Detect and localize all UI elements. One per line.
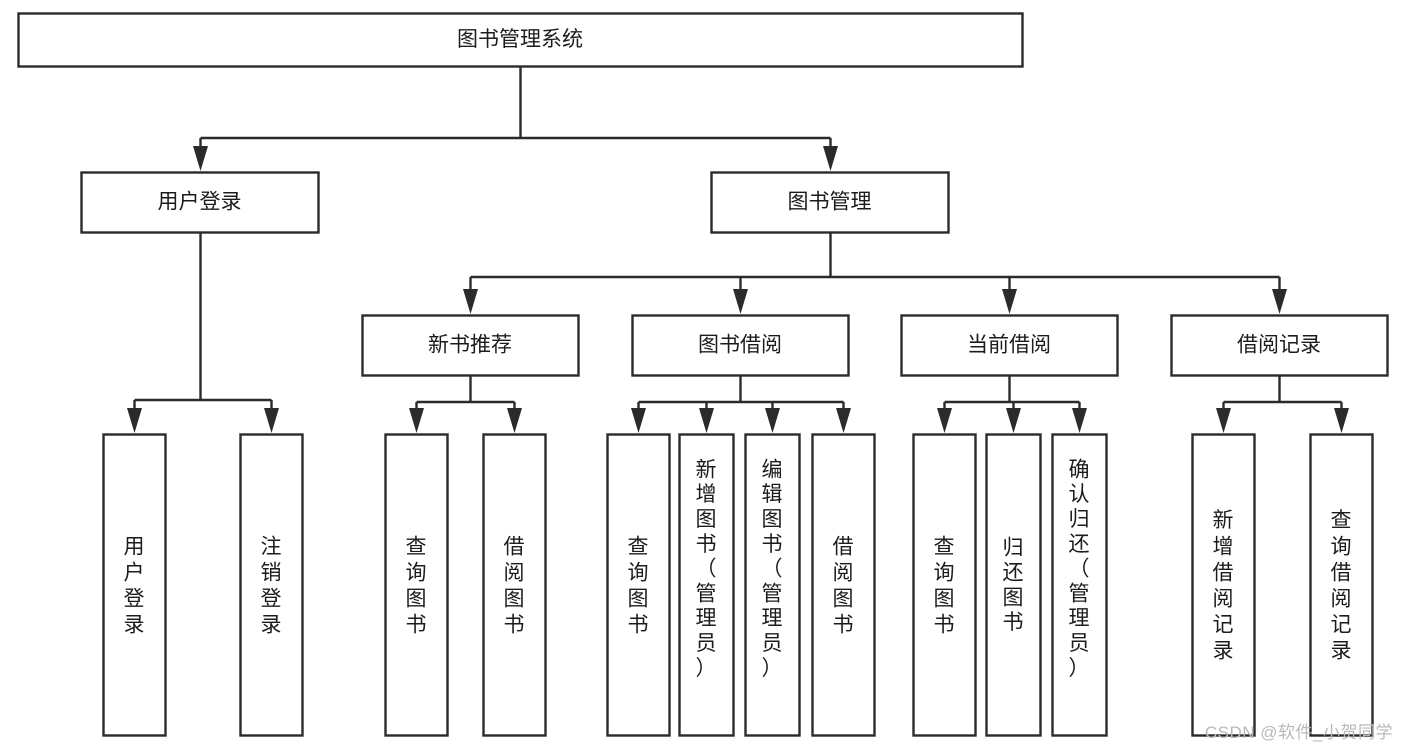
node-label: 编辑图书（管理员）: [762, 458, 783, 679]
node-leaf-logout[interactable]: 注销登录: [239, 433, 304, 737]
node-label: 图书管理系统: [457, 28, 583, 51]
node-box: [361, 314, 580, 377]
node-leaf-br-add[interactable]: 新增借阅记录: [1191, 433, 1256, 737]
node-leaf-user-login[interactable]: 用户登录: [102, 433, 167, 737]
node-leaf-rec-query[interactable]: 查询图书: [384, 433, 449, 737]
node-l2-book-manage[interactable]: 图书管理: [710, 171, 950, 234]
node-label: 新增图书（管理员）: [696, 458, 717, 679]
node-box: [102, 433, 167, 737]
node-l3-borrow-record[interactable]: 借阅记录: [1170, 314, 1389, 377]
edge-arrowhead: [1334, 408, 1349, 433]
edge-arrowhead: [836, 408, 851, 433]
node-label: 查询图书: [406, 535, 427, 636]
edge-arrowhead: [507, 408, 522, 433]
node-label: 确认归还（管理员）: [1069, 458, 1090, 679]
node-label: 图书借阅: [698, 334, 782, 357]
node-leaf-br-query[interactable]: 查询借阅记录: [1309, 433, 1374, 737]
edge-arrowhead: [733, 289, 748, 314]
node-root[interactable]: 图书管理系统: [17, 12, 1024, 68]
edge-arrowhead: [1006, 408, 1021, 433]
node-box: [1309, 433, 1374, 737]
node-box: [1170, 314, 1389, 377]
edge-arrowhead: [1002, 289, 1017, 314]
node-label: 注销登录: [261, 535, 282, 636]
node-box: [631, 314, 850, 377]
node-leaf-cb-confirm[interactable]: 确认归还（管理员）: [1051, 433, 1108, 737]
node-label: 图书管理: [788, 191, 872, 214]
node-l2-user-login[interactable]: 用户登录: [80, 171, 320, 234]
edge-arrowhead: [193, 146, 208, 171]
node-leaf-bb-borrow[interactable]: 借阅图书: [811, 433, 876, 737]
node-label: 当前借阅: [967, 334, 1051, 357]
node-leaf-bb-add[interactable]: 新增图书（管理员）: [678, 433, 735, 737]
node-box: [744, 433, 801, 737]
node-label: 归还图书: [1003, 537, 1024, 634]
edge-arrowhead: [937, 408, 952, 433]
node-l3-current-borrow[interactable]: 当前借阅: [900, 314, 1119, 377]
node-box: [985, 433, 1042, 737]
node-box: [1191, 433, 1256, 737]
edge-arrowhead: [699, 408, 714, 433]
node-box: [80, 171, 320, 234]
node-label: 借阅记录: [1237, 334, 1321, 357]
node-box: [811, 433, 876, 737]
node-box: [17, 12, 1024, 68]
edge-arrowhead: [1216, 408, 1231, 433]
node-box: [606, 433, 671, 737]
edge-arrowhead: [631, 408, 646, 433]
node-label: 查询借阅记录: [1331, 509, 1352, 662]
node-label: 查询图书: [934, 535, 955, 636]
node-leaf-cb-query[interactable]: 查询图书: [912, 433, 977, 737]
edge-arrowhead: [409, 408, 424, 433]
csdn-watermark: CSDN @软件_小贺同学: [1204, 723, 1393, 742]
node-l3-new-book-rec[interactable]: 新书推荐: [361, 314, 580, 377]
edge-arrowhead: [1272, 289, 1287, 314]
node-box: [912, 433, 977, 737]
node-label: 查询图书: [628, 535, 649, 636]
node-leaf-rec-borrow[interactable]: 借阅图书: [482, 433, 547, 737]
node-leaf-bb-edit[interactable]: 编辑图书（管理员）: [744, 433, 801, 737]
node-l3-book-borrow[interactable]: 图书借阅: [631, 314, 850, 377]
node-box: [384, 433, 449, 737]
node-label: 新增借阅记录: [1213, 509, 1234, 662]
node-box: [710, 171, 950, 234]
edges-layer: [127, 66, 1349, 433]
node-leaf-bb-query[interactable]: 查询图书: [606, 433, 671, 737]
node-label: 借阅图书: [504, 535, 525, 636]
node-label: 用户登录: [158, 191, 242, 214]
node-box: [900, 314, 1119, 377]
nodes-layer: 图书管理系统用户登录图书管理新书推荐图书借阅当前借阅借阅记录用户登录注销登录查询…: [17, 12, 1389, 737]
node-leaf-cb-return[interactable]: 归还图书: [985, 433, 1042, 737]
node-label: 新书推荐: [428, 334, 512, 357]
node-box: [482, 433, 547, 737]
edge-arrowhead: [765, 408, 780, 433]
node-box: [1051, 433, 1108, 737]
edge-arrowhead: [463, 289, 478, 314]
node-label: 借阅图书: [833, 535, 854, 636]
node-box: [678, 433, 735, 737]
edge-arrowhead: [1072, 408, 1087, 433]
edge-arrowhead: [823, 146, 838, 171]
node-box: [239, 433, 304, 737]
node-label: 用户登录: [124, 535, 145, 636]
edge-arrowhead: [127, 408, 142, 433]
edge-arrowhead: [264, 408, 279, 433]
